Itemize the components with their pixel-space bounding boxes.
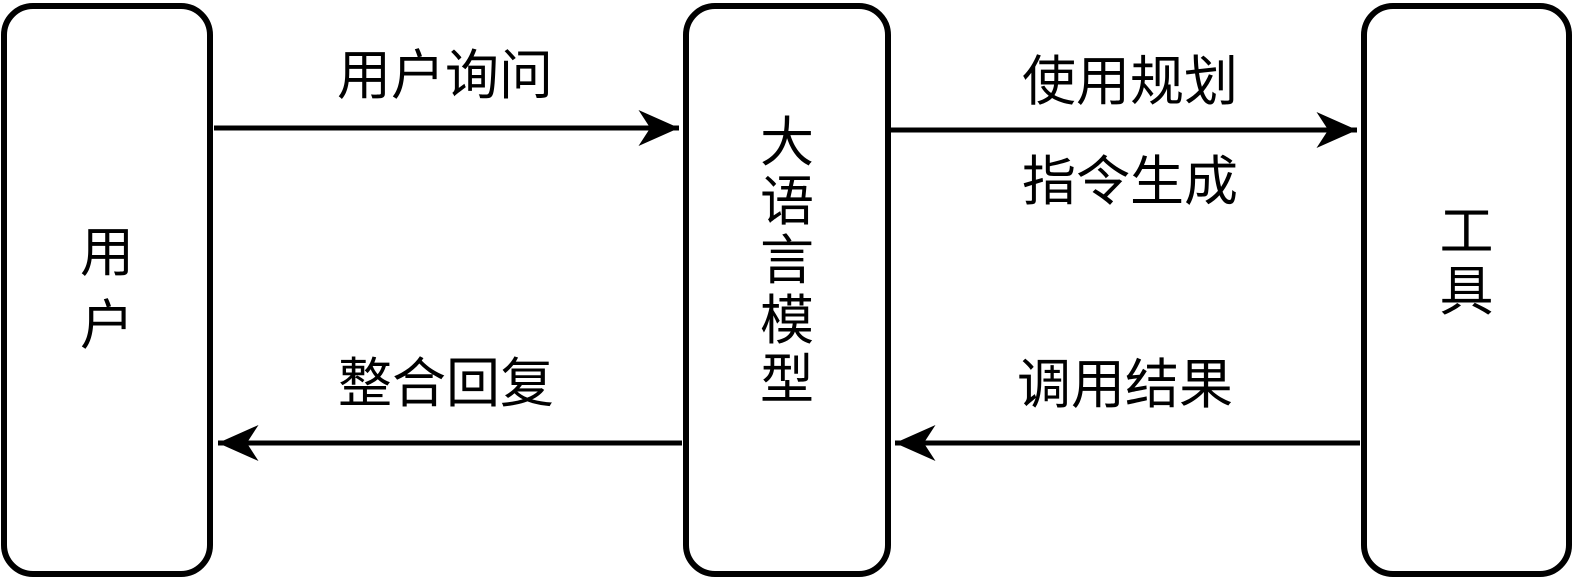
edge-label-user-query: 用户询问 xyxy=(337,46,553,106)
edge-label-call-result: 调用结果 xyxy=(1017,355,1233,415)
node-tool-label: 工具 xyxy=(1439,201,1494,322)
edge-label-integrated-reply: 整合回复 xyxy=(338,354,554,414)
edge-label-instruction-generation: 指令生成 xyxy=(1022,152,1238,212)
node-llm: 大语言模型 xyxy=(683,3,891,577)
node-user-label: 用户 xyxy=(80,222,134,356)
node-tool: 工具 xyxy=(1361,3,1572,577)
node-llm-label: 大语言模型 xyxy=(760,112,814,411)
edge-label-usage-planning: 使用规划 xyxy=(1022,52,1238,112)
node-user: 用户 xyxy=(1,3,213,577)
